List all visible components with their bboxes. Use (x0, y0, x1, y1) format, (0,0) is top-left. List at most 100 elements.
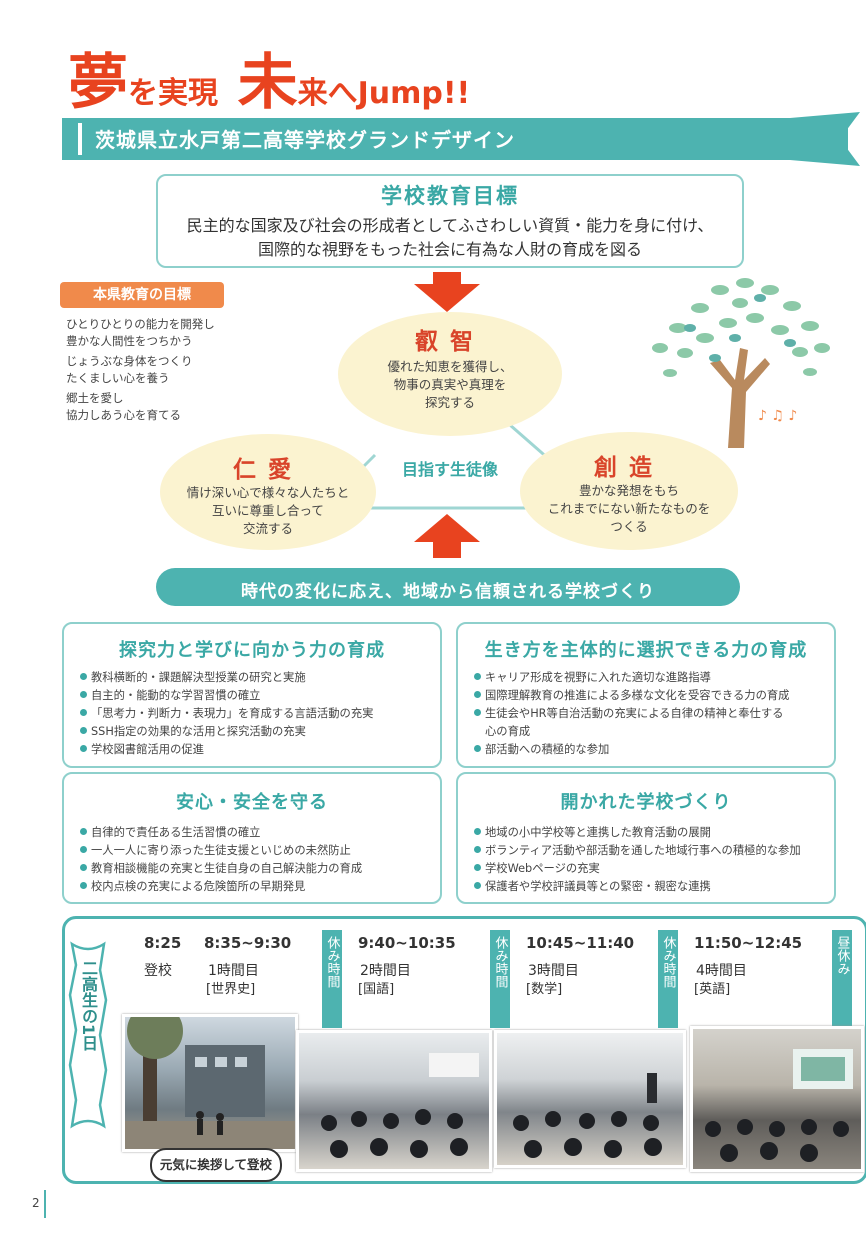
policy-item: キャリア形成を視野に入れた適切な進路指導 (474, 669, 711, 685)
policy-item: 学校図書館活用の促進 (80, 741, 204, 757)
jinai-title: 仁愛 (233, 457, 303, 483)
photo-class-english (690, 1026, 864, 1172)
title-mi: 未 (237, 48, 298, 118)
policy-box-inquiry (62, 622, 442, 768)
bullet-icon (80, 673, 87, 680)
policy-item-text: 学校Webページの充実 (485, 862, 600, 875)
policy-item: ボランティア活動や部活動を通した地域行事への積極的な参加 (474, 842, 801, 858)
souzou-line: 豊かな発想をもち (578, 483, 679, 498)
bullet-icon (474, 673, 481, 680)
policy-item-text: 生徒会やHR等自治活動の充実による自律の精神と奉仕する (485, 707, 784, 720)
policy-item: 自主的・能動的な学習習慣の確立 (80, 687, 260, 703)
slot-time: 9:40~10:35 (358, 934, 456, 952)
bullet-icon (80, 846, 87, 853)
break-text: 休み時間 (324, 936, 340, 988)
policy-title: 生き方を主体的に選択できる力の育成 (484, 640, 808, 661)
policy-item-text: キャリア形成を視野に入れた適切な進路指導 (485, 671, 711, 684)
daily-ribbon-text: 二高生の1日 (70, 960, 106, 1059)
slogan-text: 時代の変化に応え、地域から信頼される学校づくり (241, 582, 655, 602)
policy-title: 開かれた学校づくり (560, 792, 732, 813)
policy-item: 一人一人に寄り添った生徒支援といじめの未然防止 (80, 842, 351, 858)
school-goal-title: 学校教育目標 (381, 184, 519, 208)
tree-illustration: ♪ ♫ ♪ (652, 278, 830, 448)
school-goal-line2: 国際的な視野をもった社会に有為な人財の育成を図る (257, 240, 642, 259)
policy-box-career (456, 622, 836, 768)
bullet-icon (80, 709, 87, 716)
grand-design-banner (62, 118, 848, 160)
photo-school-arrival (122, 1014, 298, 1152)
title-yume: 夢 (68, 48, 128, 118)
slot-time: 11:50~12:45 (694, 934, 803, 952)
eichi-text: 優れた知恵を獲得し、 物事の真実や真理を 探究する (338, 358, 562, 412)
bullet-icon (80, 745, 87, 752)
prefecture-goal-line: じょうぶな身体をつくり (66, 354, 193, 368)
slot-period: 1時間目 (208, 963, 259, 979)
break-text: 休み時間 (660, 936, 676, 988)
break-text: 昼休み (834, 936, 850, 975)
circle-eichi (338, 312, 562, 436)
policy-item-text: 教育相談機能の充実と生徒自身の自己解決能力の育成 (91, 862, 363, 875)
bullet-icon (474, 745, 481, 752)
banner-ribbon-tail (790, 112, 860, 166)
souzou-line: これまでにない新たなものを (547, 501, 711, 516)
souzou-text: 豊かな発想をもち これまでにない新たなものを つくる (520, 482, 738, 536)
jinai-line: 交流する (242, 521, 293, 536)
policy-item-text: 校内点検の充実による危険箇所の早期発見 (91, 880, 306, 893)
policy-item-text: 自主的・能動的な学習習慣の確立 (91, 689, 261, 702)
policy-item-text: 心の育成 (485, 725, 531, 738)
souzou-title: 創造 (594, 455, 664, 481)
policy-item: 地域の小中学校等と連携した教育活動の展開 (474, 824, 711, 840)
policy-item: 生徒会やHR等自治活動の充実による自律の精神と奉仕する (474, 705, 783, 721)
policy-item-text: 一人一人に寄り添った生徒支援といじめの未然防止 (91, 844, 351, 857)
policy-item-text: 学校図書館活用の促進 (91, 743, 204, 756)
photo-class-world-history (296, 1030, 492, 1172)
ribbon-label: 二高生の1日 (79, 960, 98, 1052)
prefecture-goal-line: 郷土を愛し (66, 391, 124, 405)
photo-arrival-art (125, 1017, 295, 1149)
prefecture-goal-line: ひとりひとりの能力を開発し (66, 317, 215, 331)
break-label: 休み時間 (490, 930, 510, 1028)
prefecture-goal-line: たくましい心を養う (66, 371, 170, 385)
policy-item: 「思考力・判断力・表現力」を育成する言語活動の充実 (80, 705, 373, 721)
policy-item: 国際理解教育の推進による多様な文化を受容できる力の育成 (474, 687, 789, 703)
policy-item: 教育相談機能の充実と生徒自身の自己解決能力の育成 (80, 860, 362, 876)
slot-time: 8:25 (144, 934, 182, 952)
eichi-line: 物事の真実や真理を (393, 377, 507, 392)
school-goal-line1: 民主的な国家及び社会の形成者としてふさわしい資質・能力を身に付け、 (186, 216, 714, 235)
policy-title: 安心・安全を守る (176, 792, 328, 813)
slot-period: 4時間目 (696, 963, 747, 979)
policy-title: 探究力と学びに向かう力の育成 (119, 640, 385, 661)
arrow-up-icon (414, 514, 480, 558)
policy-item: 部活動への積極的な参加 (474, 741, 609, 757)
prefecture-goal-line: 豊かな人間性をつちかう (66, 334, 193, 348)
bullet-icon (80, 882, 87, 889)
policy-item-text: SSH指定の効果的な活用と探究活動の充実 (91, 725, 306, 738)
slot-time: 8:35~9:30 (204, 934, 292, 952)
bullet-icon (474, 864, 481, 871)
school-goal-box (156, 174, 744, 268)
bullet-icon (474, 846, 481, 853)
jinai-line: 互いに尊重し合って (212, 503, 324, 518)
circle-jinai (160, 434, 376, 550)
policy-item: 自律的で責任ある生活習慣の確立 (80, 824, 260, 840)
slot-period: 登校 (144, 963, 172, 979)
slot-subject: [世界史] (206, 982, 256, 997)
policy-item-text: 国際理解教育の推進による多様な文化を受容できる力の育成 (485, 689, 790, 702)
jinai-text: 情け深い心で様々な人たちと 互いに尊重し合って 交流する (160, 484, 376, 538)
policy-item: 保護者や学校評議員等との緊密・親密な連携 (474, 878, 711, 894)
photo-classroom-art (705, 1049, 853, 1162)
svg-text:♪ ♫ ♪: ♪ ♫ ♪ (758, 408, 797, 424)
bullet-icon (474, 828, 481, 835)
page-number: 2 (32, 1196, 40, 1210)
policy-item-text: 地域の小中学校等と連携した教育活動の展開 (485, 826, 711, 839)
photo-caption: 元気に挨拶して登校 (150, 1148, 282, 1182)
eichi-line: 探究する (424, 395, 475, 410)
policy-item-text: 保護者や学校評議員等との緊密・親密な連携 (485, 880, 711, 893)
slot-time: 10:45~11:40 (526, 934, 635, 952)
photo-classroom-art (321, 1053, 479, 1158)
banner-accent-bar (78, 123, 82, 155)
target-student-label: 目指す生徒像 (401, 460, 498, 479)
page-title: 夢を実現 未来へJump!! (68, 34, 471, 118)
title-part4: 来へJump!! (297, 76, 471, 111)
slot-period: 3時間目 (528, 963, 579, 979)
